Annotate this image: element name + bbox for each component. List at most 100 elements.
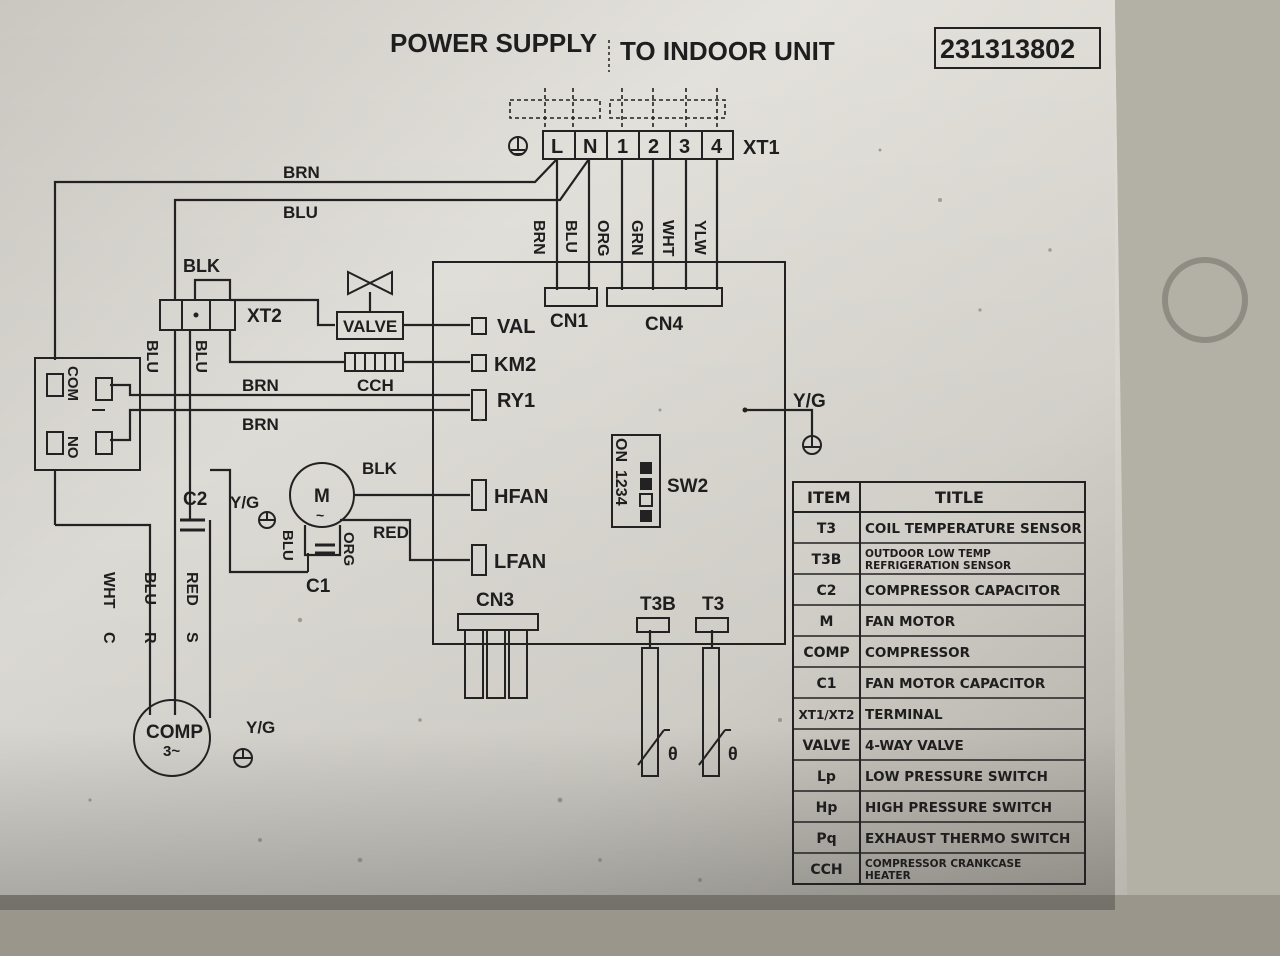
cable-plugs (509, 88, 726, 128)
legend-row-item: M (820, 614, 834, 630)
capacitor-c1: C1 (306, 543, 335, 597)
board-yg: Y/G (793, 391, 826, 412)
legend-row-item: Pq (816, 831, 836, 847)
sensor-t3: θ (698, 647, 738, 777)
wire-label-red-comp: RED (183, 572, 200, 606)
terminal-block-xt1: L N 1 2 3 4 XT1 (542, 130, 780, 160)
comp-sub: 3~ (163, 743, 180, 760)
legend-header-title: TITLE (935, 488, 984, 507)
legend-row-title: FAN MOTOR (865, 614, 956, 630)
legend-row-title: TERMINAL (865, 707, 943, 723)
lfan-label: LFAN (494, 551, 546, 573)
wire-label-red-fan: RED (373, 523, 409, 542)
fan-motor: M ~ Y/G (230, 462, 355, 529)
cn4-label: CN4 (645, 314, 683, 335)
pressure-switch-relay: COM NO (34, 357, 141, 471)
km2-pin (471, 354, 487, 372)
wire-blu: BLU (562, 220, 579, 253)
valve-label: VALVE (343, 317, 397, 336)
legend-row-item: T3B (812, 552, 842, 568)
relay-no-label: NO (64, 436, 81, 459)
dirt-specks (88, 148, 1052, 883)
legend-row-item: COMP (803, 645, 849, 661)
terminal-n: N (583, 136, 597, 158)
terminal-4: 4 (711, 136, 723, 158)
wiring (53, 158, 814, 718)
sensor-t3b: θ (637, 647, 678, 777)
screw-hole (1162, 257, 1248, 343)
wire-wht: WHT (659, 220, 676, 257)
legend-frame (792, 481, 1086, 885)
comp-label: COMP (146, 722, 203, 743)
legend-row-item: Lp (817, 769, 836, 785)
ground-icon (508, 136, 528, 156)
wire-label-c: C (100, 632, 117, 644)
terminal-2: 2 (648, 136, 659, 158)
motor-yg: Y/G (230, 493, 259, 512)
legend-row-title: EXHAUST THERMO SWITCH (865, 831, 1070, 847)
legend-row-title: HIGH PRESSURE SWITCH (865, 800, 1052, 816)
cn3-connector: CN3 (457, 590, 539, 699)
legend-row-title: LOW PRESSURE SWITCH (865, 769, 1048, 785)
legend-row-item: T3 (817, 521, 836, 537)
terminal-1: 1 (617, 136, 628, 158)
cch-heater: CCH (344, 352, 404, 395)
wire-label-blu-comp: BLU (141, 572, 158, 605)
km2-label: KM2 (494, 354, 536, 376)
legend-row-item: C1 (816, 676, 836, 692)
ground-icon (258, 511, 276, 529)
legend-row-title: COIL TEMPERATURE SENSOR (865, 521, 1082, 537)
wire-org: ORG (594, 220, 611, 256)
wire-label-org-motor: ORG (340, 532, 357, 566)
legend-row-item: Hp (816, 800, 838, 816)
wire-label-r: R (141, 632, 158, 644)
terminal-l: L (551, 136, 563, 158)
model-code: 231313802 (940, 34, 1075, 64)
t3b-label: T3B (640, 594, 676, 615)
wire-label-blk-fan: BLK (362, 459, 398, 478)
xt1-label: XT1 (743, 137, 780, 159)
wire-ylw: YLW (691, 220, 708, 256)
wire-grn: GRN (628, 220, 645, 256)
wire-color-labels: BRN BLU ORG GRN WHT YLW (530, 220, 708, 257)
cn1-label: CN1 (550, 311, 588, 332)
legend-row-title: FAN MOTOR CAPACITOR (865, 676, 1046, 692)
wire-label-s: S (183, 632, 200, 643)
wire-label-brn-b: BRN (242, 415, 279, 434)
t3-label: T3 (702, 594, 724, 615)
wire-label-wht: WHT (100, 572, 117, 609)
wire-label-brn-a: BRN (242, 376, 279, 395)
compressor: COMP 3~ Y/G (133, 699, 275, 777)
cn3-label: CN3 (476, 590, 514, 611)
wire-label-blu-left-b: BLU (192, 340, 209, 373)
valve-component: VALVE (336, 270, 404, 340)
ry1-label: RY1 (497, 390, 535, 412)
legend-row-title: COMPRESSOR (865, 645, 971, 661)
cn4-connector (606, 287, 723, 307)
terminal-3: 3 (679, 136, 690, 158)
cch-label: CCH (357, 376, 394, 395)
motor-sub: ~ (316, 507, 324, 523)
legend-row-title: 4-WAY VALVE (865, 738, 964, 754)
xt2-label: XT2 (247, 306, 282, 327)
legend-row-item: CCH (810, 862, 842, 878)
terminal-block-xt2: XT2 (159, 299, 282, 331)
legend-row-title: COMPRESSOR CAPACITOR (865, 583, 1061, 599)
legend-row-item: C2 (816, 583, 836, 599)
c2-label: C2 (183, 489, 207, 510)
wire-brn: BRN (530, 220, 547, 255)
t3-connector (695, 617, 729, 633)
legend-row-item: XT1/XT2 (799, 708, 855, 722)
hfan-pin (471, 479, 487, 511)
val-pin (471, 317, 487, 335)
comp-yg: Y/G (246, 718, 275, 737)
relay-com-label: COM (64, 366, 81, 401)
sw2-on: ON (612, 438, 629, 462)
sw2-dip-switch: ON 1234 SW2 (611, 434, 708, 528)
wire-label-blu-left-a: BLU (143, 340, 160, 373)
